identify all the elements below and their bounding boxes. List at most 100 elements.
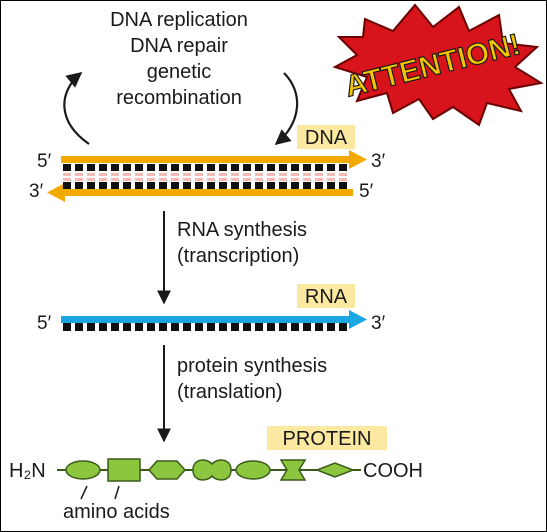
dna-base-bottom [243, 182, 251, 189]
dna-base-pair-bond [303, 178, 311, 181]
dna-bottom-5prime: 5′ [359, 181, 374, 202]
rna-base [207, 323, 215, 331]
dna-label: DNA [305, 127, 348, 149]
rna-base [219, 323, 227, 331]
dna-base-top [339, 164, 347, 171]
process-genetic: genetic [147, 61, 212, 83]
rna-base [147, 323, 155, 331]
dna-base-pair-bond [99, 173, 107, 176]
dna-base-pair-bond [327, 173, 335, 176]
rna-base [75, 323, 83, 331]
process-repair: DNA repair [130, 35, 228, 57]
dna-base-pair-bond [75, 178, 83, 181]
attention-badge: ATTENTION! [332, 3, 544, 127]
dna-base-pair-bond [99, 178, 107, 181]
rna-base [243, 323, 251, 331]
dna-double-helix: 5′ 3′ 3′ 5′ [29, 150, 386, 202]
dna-base-pair-bond [267, 173, 275, 176]
dna-base-top [87, 164, 95, 171]
dna-base-pair-bond [243, 178, 251, 181]
dna-base-bottom [231, 182, 239, 189]
dna-base-top [99, 164, 107, 171]
dna-base-top [255, 164, 263, 171]
dna-base-bottom [159, 182, 167, 189]
rna-5prime: 5′ [37, 313, 52, 334]
rna-3prime: 3′ [371, 313, 386, 334]
dna-base-bottom [75, 182, 83, 189]
dna-top-3prime: 3′ [371, 151, 386, 172]
dna-label-highlight [297, 125, 355, 149]
dna-base-pair-bond [219, 178, 227, 181]
dna-processes-label: DNA replication DNA repair genetic recom… [110, 9, 248, 109]
rna-base [291, 323, 299, 331]
dna-base-pair-bond [63, 178, 71, 181]
dna-base-pair-bond [135, 173, 143, 176]
dna-base-bottom [99, 182, 107, 189]
dna-base-bottom [279, 182, 287, 189]
c-terminus: COOH [363, 460, 423, 482]
dna-base-bottom [63, 182, 71, 189]
dna-base-top [327, 164, 335, 171]
dna-base-bottom [303, 182, 311, 189]
dna-base-bottom [183, 182, 191, 189]
dna-base-top [267, 164, 275, 171]
dna-bottom-3prime: 3′ [29, 181, 44, 202]
rna-base [231, 323, 239, 331]
rna-base [339, 323, 347, 331]
dna-base-pairs [63, 164, 347, 189]
dna-base-top [75, 164, 83, 171]
amino-acid-5 [235, 460, 271, 480]
dna-base-pair-bond [315, 173, 323, 176]
amino-acid-2 [107, 458, 141, 482]
dna-base-top [243, 164, 251, 171]
left-cycle-arrow [63, 72, 90, 145]
amino-pointer-1 [80, 485, 88, 500]
dna-base-bottom [147, 182, 155, 189]
dna-base-pair-bond [195, 178, 203, 181]
dna-base-top [183, 164, 191, 171]
dna-base-top [135, 164, 143, 171]
dna-base-top [159, 164, 167, 171]
dna-base-pair-bond [123, 173, 131, 176]
rna-base [327, 323, 335, 331]
dna-base-pair-bond [123, 178, 131, 181]
rna-base [159, 323, 167, 331]
dna-base-pair-bond [147, 178, 155, 181]
dna-base-pair-bond [255, 178, 263, 181]
dna-base-bottom [291, 182, 299, 189]
rna-label-highlight [297, 284, 355, 308]
protein-chain: H₂N COOH amino acids [9, 458, 423, 523]
amino-acid-3 [147, 460, 187, 480]
dna-base-bottom [87, 182, 95, 189]
process-replication: DNA replication [110, 9, 248, 31]
dna-base-pair-bond [183, 173, 191, 176]
dna-base-pair-bond [171, 178, 179, 181]
dna-base-bottom [339, 182, 347, 189]
amino-acid-6 [279, 459, 307, 481]
dna-base-pair-bond [315, 178, 323, 181]
dna-base-pair-bond [207, 178, 215, 181]
rna-base [267, 323, 275, 331]
rna-base [123, 323, 131, 331]
dna-base-top [63, 164, 71, 171]
protein-label: PROTEIN [283, 428, 372, 450]
rna-label: RNA [305, 286, 348, 308]
dna-top-arrowhead [349, 150, 367, 169]
dna-base-pair-bond [303, 173, 311, 176]
dna-base-bottom [135, 182, 143, 189]
dna-base-pair-bond [339, 173, 347, 176]
dna-base-pair-bond [135, 178, 143, 181]
transcription-label: RNA synthesis [177, 219, 307, 241]
rna-strand: 5′ 3′ [37, 310, 386, 334]
dna-base-bottom [315, 182, 323, 189]
rna-backbone [61, 316, 351, 323]
dna-base-pair-bond [231, 178, 239, 181]
right-cycle-arrow [274, 72, 299, 145]
transcription-sublabel: (transcription) [177, 245, 299, 267]
amino-acid-4 [192, 459, 232, 481]
dna-base-top [171, 164, 179, 171]
dna-base-pair-bond [159, 173, 167, 176]
dna-base-pair-bond [111, 173, 119, 176]
dna-base-pair-bond [339, 178, 347, 181]
dna-base-bottom [255, 182, 263, 189]
